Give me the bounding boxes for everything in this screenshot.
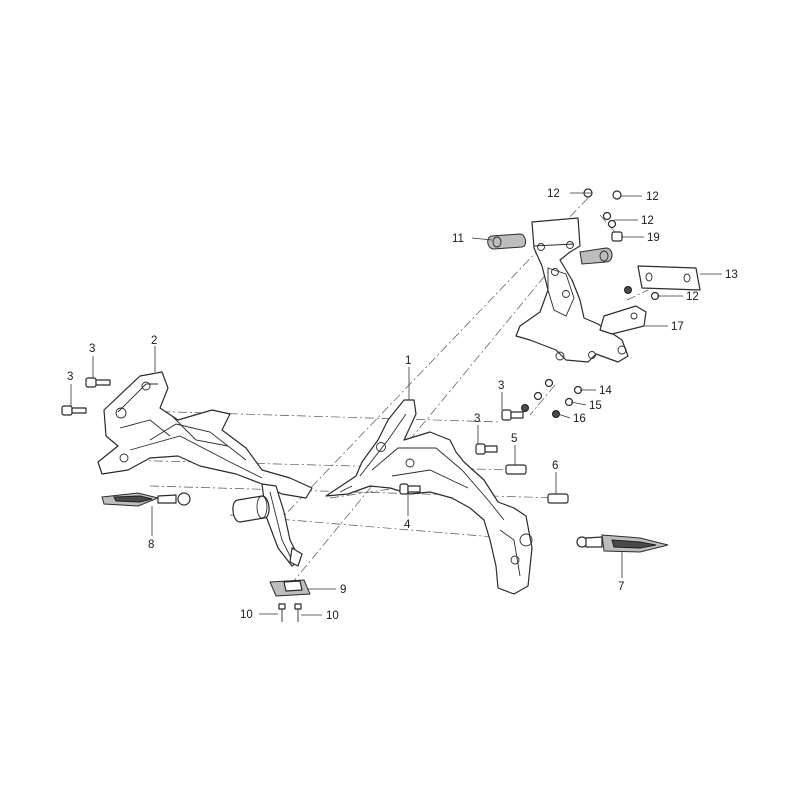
callout-7: 7 <box>618 581 624 593</box>
callout-1: 1 <box>405 355 411 367</box>
fasteners <box>61 188 660 622</box>
callout-10-right: 10 <box>326 610 339 622</box>
spacer-6 <box>547 493 569 504</box>
spacer-5 <box>505 464 527 475</box>
left-turn-signal <box>101 492 191 507</box>
bolt-3-lower-left <box>61 405 87 416</box>
callout-9: 9 <box>340 584 346 596</box>
screw-12-b <box>612 190 622 200</box>
screw-12-c <box>602 211 617 229</box>
callout-8: 8 <box>148 539 154 551</box>
washer-15 <box>533 391 574 407</box>
callout-12-c: 12 <box>641 215 654 227</box>
callout-17: 17 <box>671 321 684 333</box>
leader-lines <box>70 192 722 616</box>
callout-12-d: 12 <box>686 291 699 303</box>
bolt-3-right-upper <box>501 409 524 421</box>
callout-3-upper-left: 3 <box>89 343 95 355</box>
clamp-9 <box>269 547 311 597</box>
callout-13: 13 <box>725 269 738 281</box>
washer-14 <box>544 378 583 395</box>
small-bracket-17 <box>599 305 647 335</box>
callout-labels: 1 2 3 3 3 3 4 5 6 7 8 9 10 10 11 12 12 1… <box>67 188 738 622</box>
main-rear-frame <box>325 399 533 595</box>
bolt-3-upper-left <box>85 377 111 388</box>
callout-3-right-upper: 3 <box>498 380 504 392</box>
callout-2: 2 <box>151 335 157 347</box>
left-subframe-bracket <box>97 371 313 567</box>
callout-3-right-lower: 3 <box>474 413 480 425</box>
callout-10-left: 10 <box>240 609 253 621</box>
alignment-lines <box>109 197 649 589</box>
right-turn-signal <box>576 534 669 553</box>
callout-5: 5 <box>511 433 517 445</box>
nut-19 <box>611 231 623 242</box>
callout-19: 19 <box>647 232 660 244</box>
plate-light-reflector <box>637 265 701 291</box>
bolt-4 <box>399 483 421 495</box>
callout-4: 4 <box>404 519 411 531</box>
callout-12-b: 12 <box>646 191 659 203</box>
callout-3-lower-left: 3 <box>67 371 73 383</box>
nut-16 <box>521 404 560 418</box>
screw-10-right <box>294 603 302 622</box>
callout-14: 14 <box>599 385 612 397</box>
screw-10-left <box>278 603 286 622</box>
callout-16: 16 <box>573 413 586 425</box>
bolt-3-right-lower <box>475 443 498 455</box>
callout-15: 15 <box>589 400 602 412</box>
callout-11: 11 <box>452 233 464 245</box>
callout-6: 6 <box>552 460 558 472</box>
callout-12-a: 12 <box>547 188 560 200</box>
license-plate-bracket <box>487 217 629 363</box>
